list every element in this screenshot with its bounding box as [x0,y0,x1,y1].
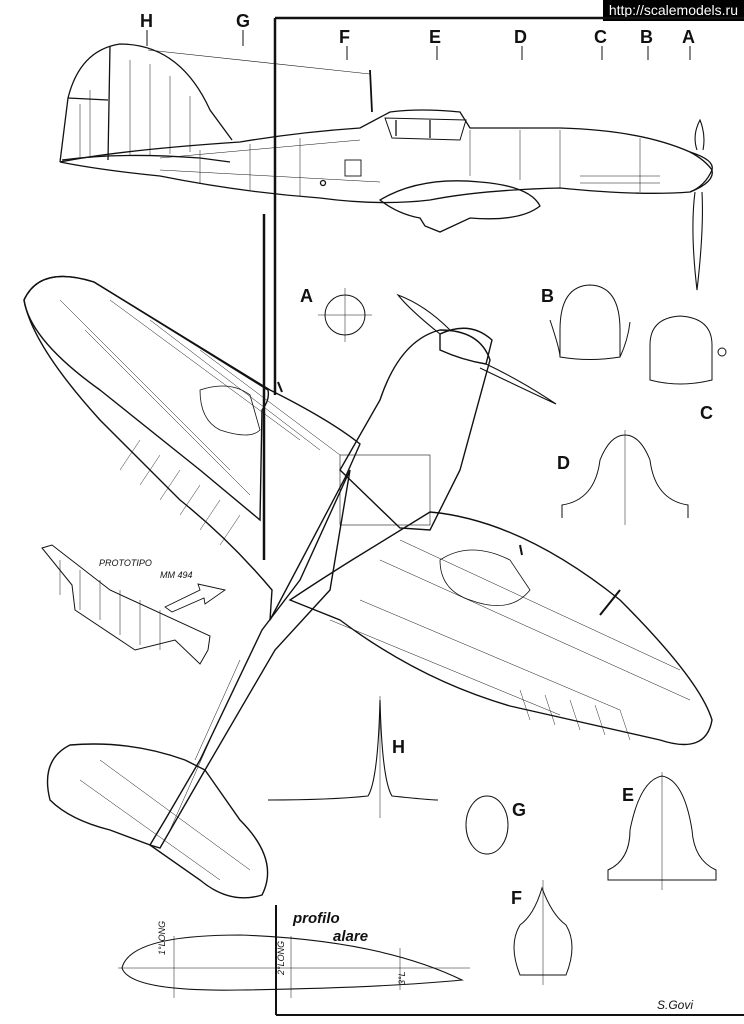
airfoil-profile [118,934,470,998]
watermark: http://scalemodels.ru [602,0,744,21]
section-label-h: H [392,737,405,757]
artist-signature: S.Govi [657,998,694,1012]
prototype-label: PROTOTIPO [99,558,152,568]
station-label-e: E [429,27,442,47]
cross-section-h [267,696,439,818]
station-label-g: G [236,11,251,31]
prototype-detail [41,544,227,665]
plan-view-wing [23,275,713,899]
sheet-frame [262,16,744,1016]
station-label-a: A [682,27,695,47]
cross-section-a [318,288,372,342]
section-label-e: E [622,785,635,805]
section-label-f: F [511,888,522,908]
airfoil-title-2: alare [333,928,369,945]
cross-section-b [549,284,631,360]
section-label-c: C [700,403,713,423]
station-ticks [146,30,691,60]
section-label-d: D [557,453,570,473]
section-label-g: G [512,800,527,820]
station-label-d: D [514,27,527,47]
cross-section-g [465,795,509,855]
cross-section-c [649,315,727,385]
station-label-b: B [640,27,653,47]
station-label-f: F [339,27,350,47]
station-label-h: H [140,11,153,31]
cross-section-f [513,880,573,985]
section-label-b: B [541,286,554,306]
cross-section-e [607,772,717,890]
station-label-c: C [594,27,607,47]
section-label-a: A [300,286,313,306]
prototype-serial: MM 494 [160,570,193,580]
airfoil-title-1: profilo [293,910,340,927]
cross-section-d [561,430,689,525]
side-view-fuselage [59,43,713,291]
